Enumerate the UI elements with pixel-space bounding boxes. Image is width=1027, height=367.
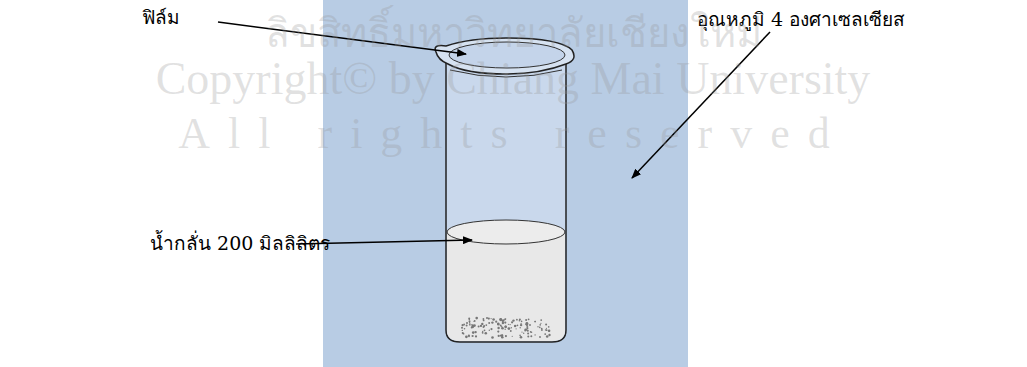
cold-bath [323, 0, 688, 367]
watermark: All rights reserved [178, 108, 847, 159]
temperature-label: อุณหภูมิ 4 องศาเซลเซียส [697, 8, 905, 31]
film-label: ฟิล์ม [142, 6, 180, 29]
water-label: น้ำกลั่น 200 มิลลิลิตร [150, 232, 330, 255]
leader-line [218, 22, 466, 54]
water [447, 232, 565, 341]
beaker-rim [435, 38, 574, 74]
watermark: Copyright© by Chiang Mai University [156, 52, 871, 105]
beaker-body [446, 62, 566, 342]
leader-line [632, 32, 770, 178]
film [449, 42, 565, 68]
watermark: ลิขสิทธิ์มหาวิทยาลัยเชียงใหม่ [265, 1, 762, 65]
sediment [461, 317, 551, 339]
